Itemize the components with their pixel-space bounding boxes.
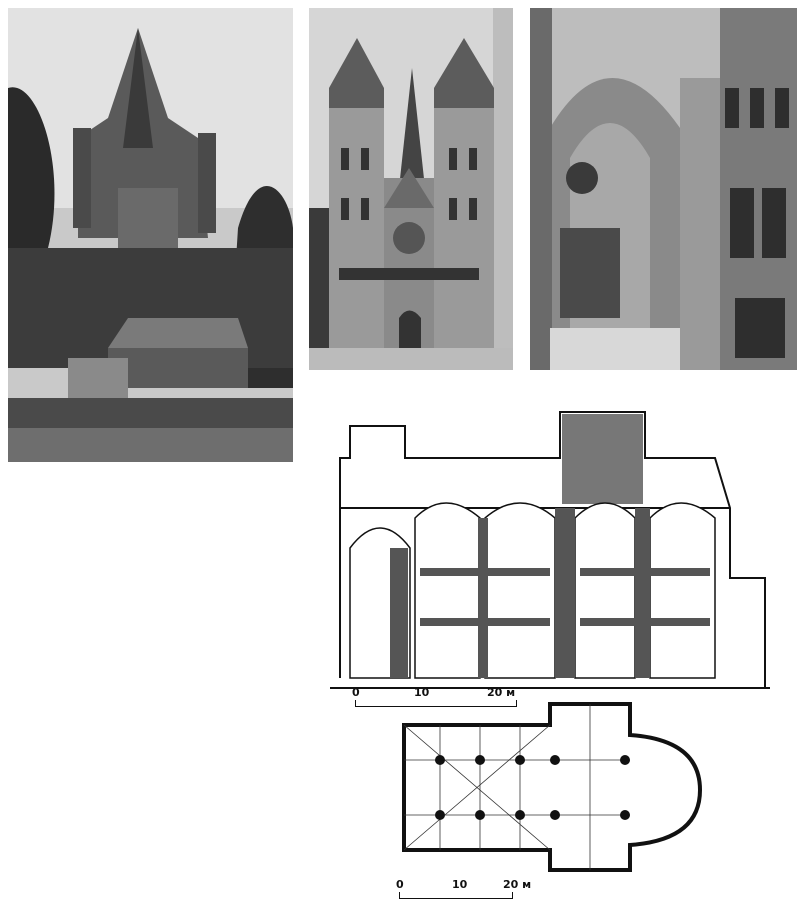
plan-scale-line [399, 892, 513, 899]
plan-scale-bar: 0 10 20 м [396, 878, 536, 900]
plan-scale-mid: 10 [452, 878, 468, 891]
section-scale-mid: 10 [414, 686, 430, 699]
section-scale-line [355, 700, 517, 707]
cathedral-exterior-photo [8, 8, 293, 462]
section-scale-end: 20 м [487, 686, 516, 699]
longitudinal-section-drawing [330, 408, 770, 690]
floor-plan-drawing [400, 700, 705, 875]
cathedral-facade-photo [309, 8, 513, 370]
section-scale-bar: 0 10 20 м [352, 686, 522, 708]
cathedral-interior-photo [530, 8, 797, 370]
plan-scale-end: 20 м [503, 878, 532, 891]
plan-scale-zero: 0 [396, 878, 404, 891]
section-scale-zero: 0 [352, 686, 360, 699]
